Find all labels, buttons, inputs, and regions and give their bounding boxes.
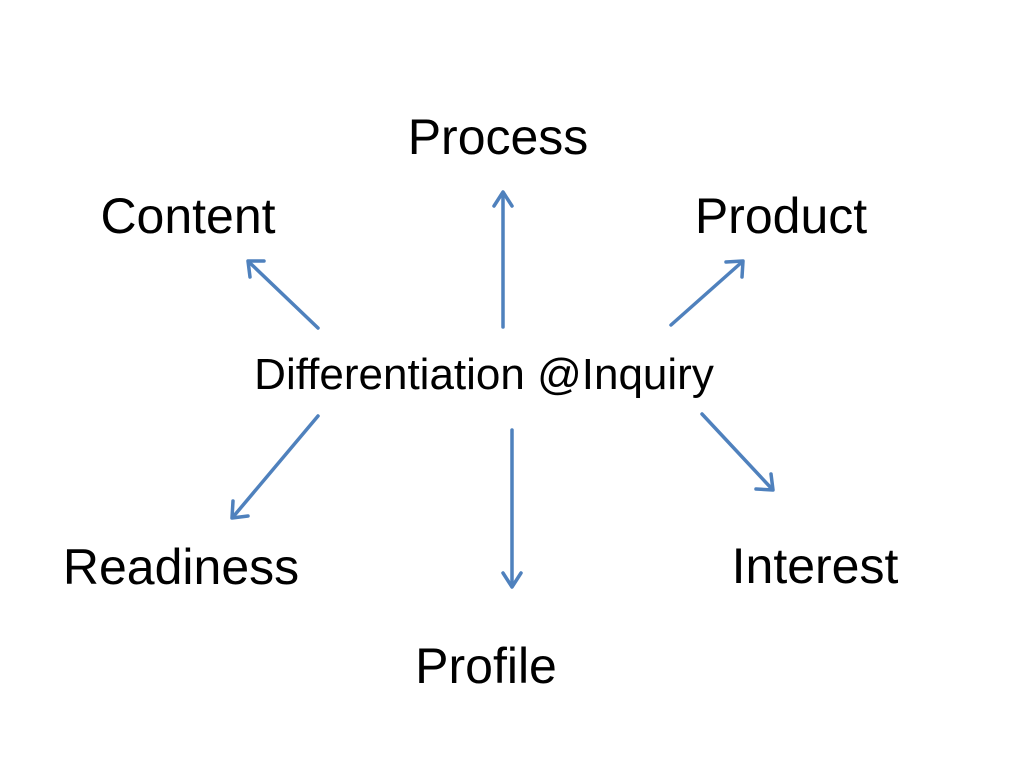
node-process: Process bbox=[407, 109, 589, 165]
node-interest: Interest bbox=[731, 538, 899, 594]
arrow-to-profile bbox=[501, 428, 523, 589]
node-product: Product bbox=[694, 188, 868, 244]
node-content: Content bbox=[100, 188, 276, 244]
arrow-to-content bbox=[246, 259, 320, 330]
arrow-to-process bbox=[492, 190, 514, 329]
node-readiness: Readiness bbox=[62, 539, 300, 595]
arrow-to-readiness bbox=[230, 414, 320, 520]
arrow-to-interest bbox=[700, 412, 775, 492]
arrow-to-product bbox=[669, 259, 745, 327]
node-profile: Profile bbox=[415, 638, 557, 694]
center-node: Differentiation @Inquiry bbox=[254, 350, 714, 399]
